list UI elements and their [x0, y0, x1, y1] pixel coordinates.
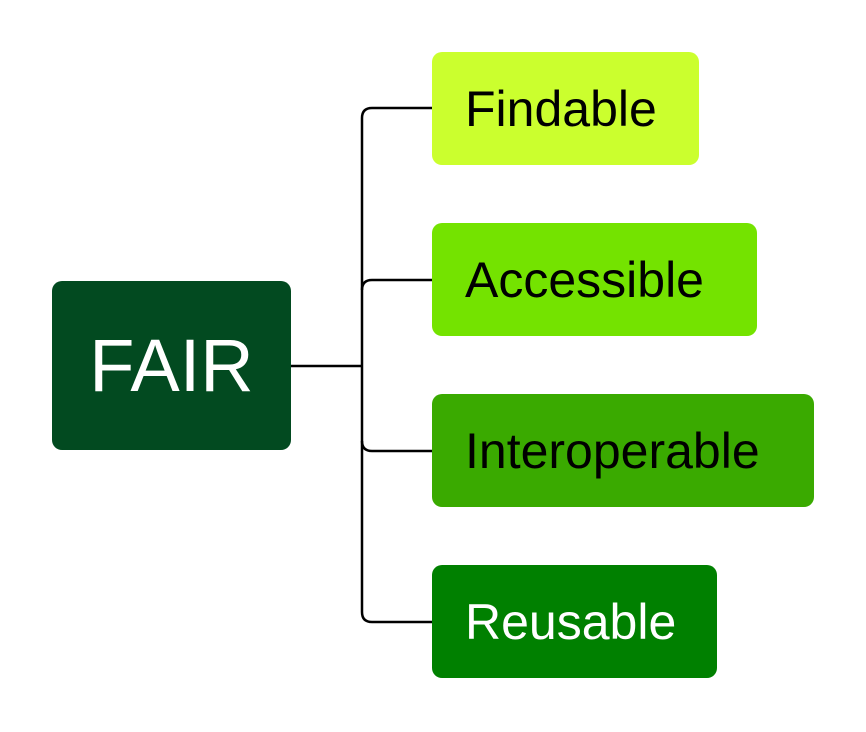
- principle-accessible-label: Accessible: [465, 251, 704, 308]
- fair-root-label: FAIR: [89, 324, 254, 407]
- principle-reusable-label: Reusable: [465, 593, 677, 650]
- principle-interoperable: Interoperable: [432, 394, 814, 507]
- principle-findable-label: Findable: [465, 80, 657, 137]
- fair-root-node: FAIR: [52, 281, 291, 450]
- principle-findable: Findable: [432, 52, 699, 165]
- branch-connector-accessible: [360, 278, 432, 291]
- branch-connector-interoperable: [360, 440, 432, 453]
- principle-reusable: Reusable: [432, 565, 717, 678]
- principle-interoperable-label: Interoperable: [465, 422, 760, 479]
- trunk-connector: [360, 106, 373, 624]
- principle-accessible: Accessible: [432, 223, 757, 336]
